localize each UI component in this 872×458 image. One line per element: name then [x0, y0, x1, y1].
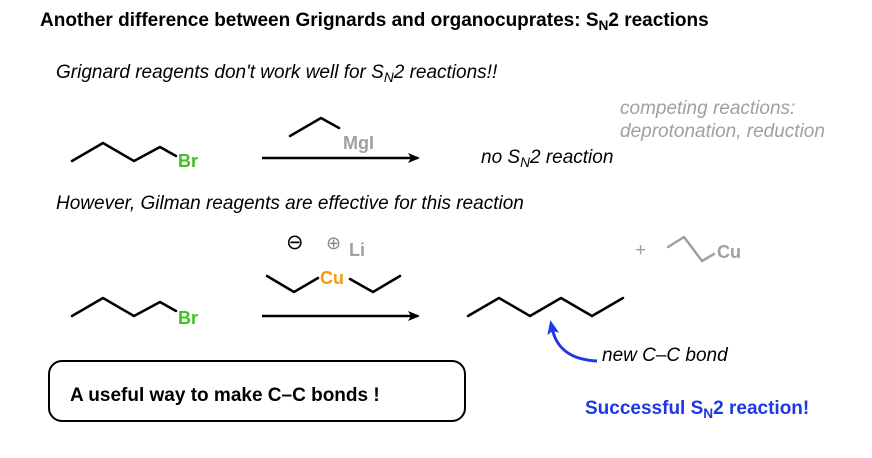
bromobutane-skeleton-2	[70, 296, 178, 318]
mgi-label: MgI	[343, 133, 374, 153]
no-reaction-label: no SN2 reaction	[481, 147, 614, 170]
gilman-note: However, Gilman reagents are effective f…	[56, 193, 524, 214]
ethyl-skeleton-1	[288, 116, 341, 138]
competing-reactions-note: competing reactions: deprotonation, redu…	[620, 98, 825, 142]
bromobutane-skeleton	[70, 141, 178, 163]
page-title: Another difference between Grignards and…	[40, 10, 709, 33]
gilman-left-ethyl	[265, 274, 320, 294]
byproduct-ethyl	[666, 235, 716, 263]
minus-charge-icon: ⊖	[286, 230, 304, 254]
plus-charge-icon: ⊕	[326, 233, 341, 254]
new-bond-label: new C–C bond	[602, 345, 728, 366]
gilman-right-ethyl	[348, 274, 402, 294]
bromine-atom-2: Br	[178, 308, 198, 328]
byproduct-plus: +	[635, 240, 646, 261]
copper-atom: Cu	[320, 268, 344, 288]
success-label: Successful SN2 reaction!	[585, 398, 810, 421]
new-bond-arrow	[547, 320, 598, 363]
byproduct-copper: Cu	[717, 242, 741, 262]
lithium-label: Li	[349, 240, 365, 260]
callout-text: A useful way to make C–C bonds !	[70, 385, 380, 406]
grignard-note: Grignard reagents don't work well for SN…	[56, 62, 498, 85]
callout-box	[48, 360, 466, 422]
bromine-atom-1: Br	[178, 151, 198, 171]
hexane-skeleton	[466, 296, 625, 318]
